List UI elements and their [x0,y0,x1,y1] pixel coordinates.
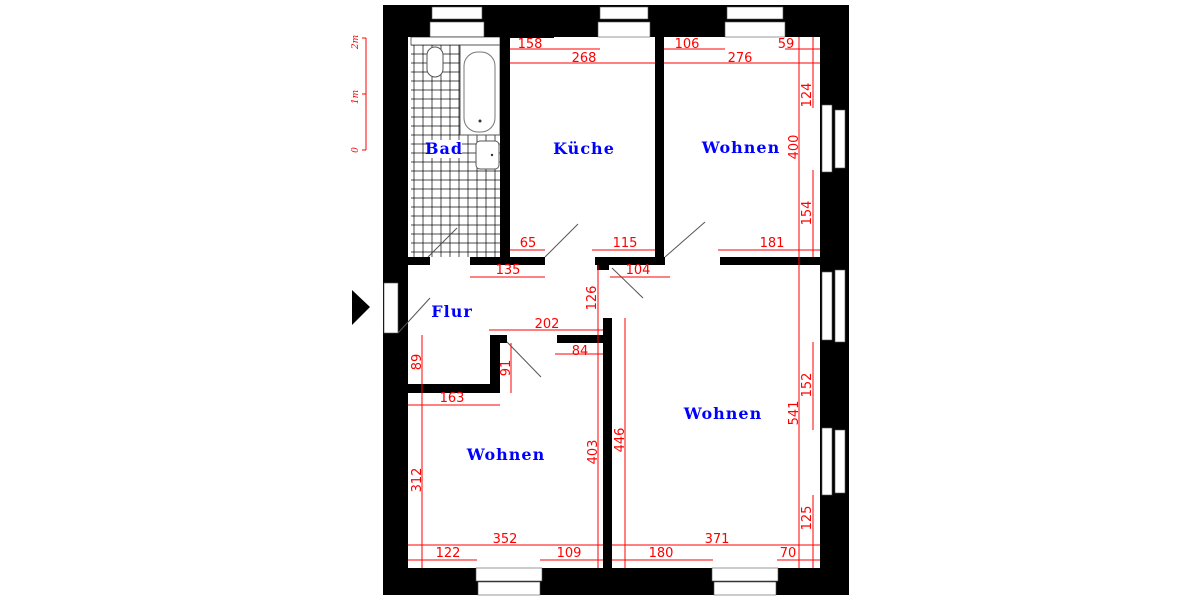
dimension-label: 312 [410,468,425,493]
scale-bar: 2m 1m 0 [351,35,367,153]
room-label-wohnen-bottom-left: Wohnen [466,445,545,464]
dimension-label: 109 [557,546,582,561]
dimension-label: 65 [520,236,537,251]
dimension-label: 352 [493,532,518,547]
dimension-label: 126 [585,286,600,311]
dimension-label: 70 [780,546,797,561]
room-label-wohnen-top-right: Wohnen [701,138,780,157]
dimension-label: 163 [440,391,465,406]
door-swings [397,221,706,378]
room-label-bad: Bad [425,139,463,158]
scale-label-2m: 2m [351,35,361,50]
scale-label-0: 0 [351,147,361,153]
dimension-label: 84 [572,344,589,359]
dimension-label: 115 [613,236,638,251]
bathtub-inner-icon [463,51,496,133]
room-label-flur: Flur [431,302,473,321]
dimension-label: 89 [410,354,425,371]
dimension-label: 276 [728,51,753,66]
bottom-windows [475,567,779,596]
entrance-door-opening [383,282,399,334]
dimension-label: 181 [760,236,785,251]
dimension-label: 59 [778,37,795,52]
room-label-wohnen-bottom-right: Wohnen [683,404,762,423]
dimension-lines [408,37,820,568]
dimension-label: 135 [496,263,521,278]
dimension-label: 371 [705,532,730,547]
dimension-label: 180 [649,546,674,561]
dimension-label: 400 [787,135,802,160]
dimension-label: 158 [518,37,543,52]
dimension-label: 541 [787,401,802,426]
dimension-labels: 158 268 106 59 276 124 400 154 65 115 181 135 104 126… [410,37,815,561]
dimension-label: 152 [800,373,815,398]
dimension-label: 154 [800,201,815,226]
dimension-label: 125 [800,506,815,531]
dimension-label: 446 [613,428,628,453]
dimension-label: 202 [535,317,560,332]
dimension-label: 403 [586,440,601,465]
right-windows [821,104,846,496]
dimension-label: 268 [572,51,597,66]
dimension-label: 104 [626,263,651,278]
dimension-label: 122 [436,546,461,561]
dimension-label: 91 [499,360,514,377]
dimension-label: 106 [675,37,700,52]
interior-walls [408,30,820,568]
top-windows [429,6,786,38]
sink-icon [475,140,500,170]
scale-label-1m: 1m [351,90,361,104]
toilet-icon [426,46,444,78]
room-label-kueche: Küche [553,139,615,158]
dimension-label: 124 [800,83,815,108]
entrance-arrow-icon [352,290,370,325]
